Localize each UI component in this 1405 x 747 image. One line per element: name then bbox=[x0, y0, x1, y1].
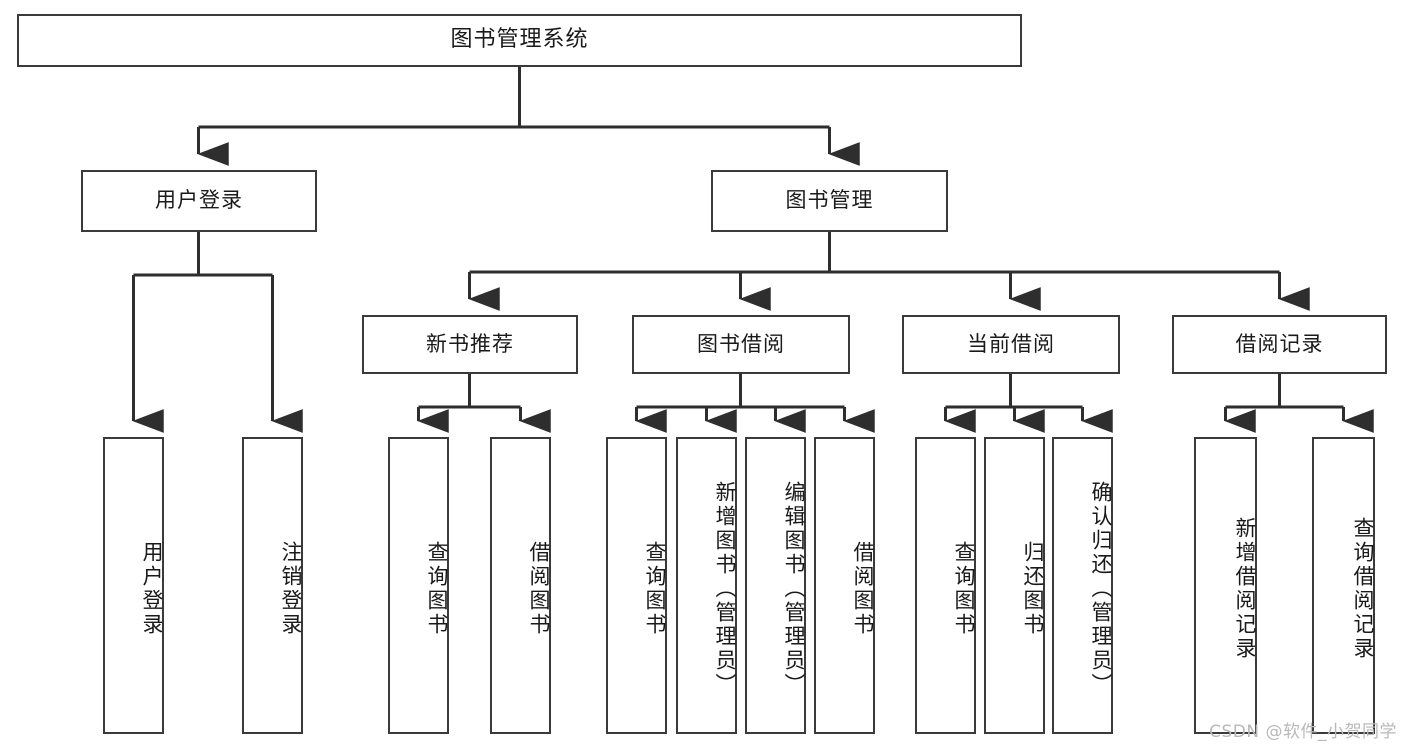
node-root-book-management-system[interactable]: 图书管理系统 bbox=[17, 14, 1022, 67]
node-book-borrowing[interactable]: 图书借阅 bbox=[632, 315, 850, 374]
leaf-logout[interactable]: 注销登录 bbox=[242, 437, 303, 734]
leaf-return-book[interactable]: 归还图书 bbox=[984, 437, 1045, 734]
node-label: 借阅图书 bbox=[527, 540, 551, 637]
node-label: 图书借阅 bbox=[697, 331, 785, 356]
leaf-add-book-admin[interactable]: 新增图书（管理员） bbox=[676, 437, 737, 734]
watermark: CSDN @软件_小贺同学 bbox=[1209, 722, 1397, 742]
leaf-query-book-borrow[interactable]: 查询图书 bbox=[606, 437, 667, 734]
node-user-login[interactable]: 用户登录 bbox=[81, 170, 317, 232]
leaf-borrow-book-newbook[interactable]: 借阅图书 bbox=[490, 437, 551, 734]
node-label: 图书管理系统 bbox=[450, 27, 589, 53]
node-label: 图书管理 bbox=[785, 188, 874, 213]
leaf-confirm-return-admin[interactable]: 确认归还（管理员） bbox=[1052, 437, 1113, 734]
node-label: 新书推荐 bbox=[426, 331, 514, 356]
node-label: 借阅记录 bbox=[1235, 331, 1324, 356]
node-label: 查询图书 bbox=[425, 540, 449, 637]
node-label: 当前借阅 bbox=[967, 331, 1055, 356]
node-label: 借阅图书 bbox=[851, 540, 875, 637]
node-label: 注销登录 bbox=[279, 540, 303, 637]
node-label: 查询图书 bbox=[643, 540, 667, 637]
leaf-edit-book-admin[interactable]: 编辑图书（管理员） bbox=[745, 437, 806, 734]
leaf-user-login[interactable]: 用户登录 bbox=[103, 437, 164, 734]
leaf-query-book-current[interactable]: 查询图书 bbox=[915, 437, 976, 734]
leaf-borrow-book[interactable]: 借阅图书 bbox=[814, 437, 875, 734]
node-label: 查询图书 bbox=[952, 540, 976, 637]
node-label: 用户登录 bbox=[155, 188, 243, 213]
node-label: 用户登录 bbox=[140, 540, 164, 637]
node-book-management[interactable]: 图书管理 bbox=[711, 170, 948, 232]
node-label: 查询借阅记录 bbox=[1351, 516, 1375, 661]
node-label: 新增借阅记录 bbox=[1233, 516, 1257, 661]
node-label: 归还图书 bbox=[1021, 540, 1045, 637]
node-label: 编辑图书（管理员） bbox=[782, 480, 806, 697]
leaf-query-book-newbook[interactable]: 查询图书 bbox=[388, 437, 449, 734]
node-new-book-recommendation[interactable]: 新书推荐 bbox=[362, 315, 578, 374]
node-borrowing-record[interactable]: 借阅记录 bbox=[1172, 315, 1387, 374]
leaf-add-borrow-record[interactable]: 新增借阅记录 bbox=[1194, 437, 1257, 734]
node-current-borrowing[interactable]: 当前借阅 bbox=[902, 315, 1120, 374]
node-label: 确认归还（管理员） bbox=[1089, 480, 1113, 697]
node-label: 新增图书（管理员） bbox=[713, 480, 737, 697]
leaf-query-borrow-record[interactable]: 查询借阅记录 bbox=[1312, 437, 1375, 734]
